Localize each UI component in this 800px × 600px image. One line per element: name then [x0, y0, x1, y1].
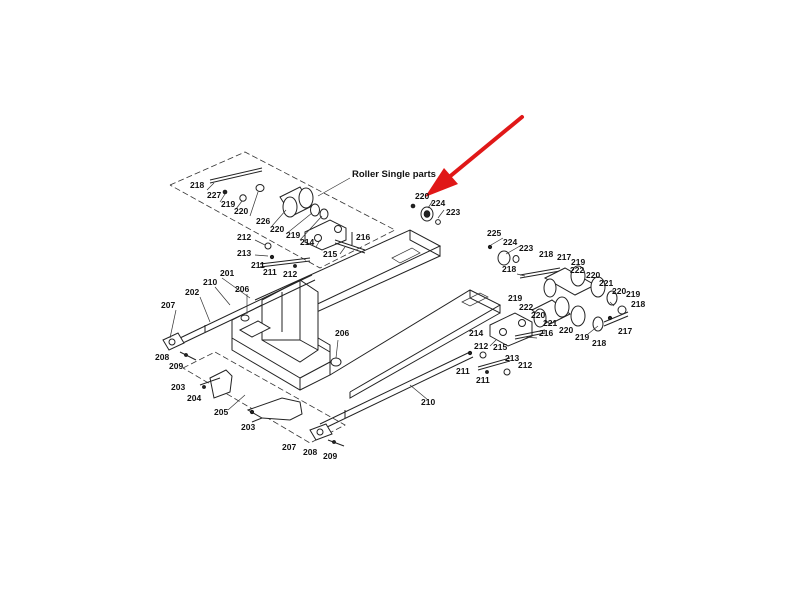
title-leader-line: [317, 177, 351, 197]
part-label-216: 216: [539, 328, 553, 338]
part-label-219: 219: [575, 332, 589, 342]
part-label-210: 210: [421, 397, 435, 407]
part-label-205: 205: [214, 407, 228, 417]
part-label-226: 226: [256, 216, 270, 226]
part-label-214: 214: [469, 328, 483, 338]
part-label-211: 211: [263, 267, 277, 277]
part-label-218: 218: [592, 338, 606, 348]
part-label-223: 223: [519, 243, 533, 253]
part-label-219: 219: [286, 230, 300, 240]
push-rod-left: [179, 274, 316, 344]
leader-lines: [169, 182, 615, 411]
part-label-227: 227: [207, 190, 221, 200]
part-label-217: 217: [557, 252, 571, 262]
part-number-labels: 2182272192202262202192142152162122132112…: [155, 180, 645, 461]
part-label-219: 219: [571, 257, 585, 267]
part-label-213: 213: [237, 248, 251, 258]
part-label-223: 223: [446, 207, 460, 217]
part-label-211: 211: [456, 366, 470, 376]
part-label-222: 222: [570, 265, 584, 275]
fork-frame: [231, 229, 502, 399]
part-label-203: 203: [241, 422, 255, 432]
part-label-220: 220: [234, 206, 248, 216]
rod-end-right: [309, 423, 345, 447]
part-label-203: 203: [171, 382, 185, 392]
part-label-218: 218: [502, 264, 516, 274]
linkage-lever-right: [246, 397, 303, 423]
part-label-208: 208: [155, 352, 169, 362]
part-label-219: 219: [221, 199, 235, 209]
part-label-209: 209: [169, 361, 183, 371]
part-label-212: 212: [237, 232, 251, 242]
part-label-224: 224: [503, 237, 517, 247]
part-label-212: 212: [474, 341, 488, 351]
part-label-217: 217: [618, 326, 632, 336]
part-label-219: 219: [626, 289, 640, 299]
part-label-207: 207: [282, 442, 296, 452]
part-label-201: 201: [220, 268, 234, 278]
part-label-221: 221: [543, 318, 557, 328]
highlight-arrow: [425, 115, 524, 197]
part-label-206: 206: [235, 284, 249, 294]
part-label-211: 211: [476, 375, 490, 385]
roller-group-right: [467, 244, 629, 376]
part-label-220: 220: [531, 310, 545, 320]
part-label-202: 202: [185, 287, 199, 297]
part-label-218: 218: [539, 249, 553, 259]
front-roller-highlight: [410, 203, 441, 225]
push-rod-right: [319, 351, 474, 430]
part-label-206: 206: [335, 328, 349, 338]
roller-single-parts-title: Roller Single parts: [352, 169, 436, 180]
part-label-209: 209: [323, 451, 337, 461]
part-label-220: 220: [415, 191, 429, 201]
part-label-215: 215: [493, 342, 507, 352]
roller-parts-group-outline: [169, 151, 396, 269]
part-label-212: 212: [283, 269, 297, 279]
part-label-220: 220: [612, 286, 626, 296]
part-label-218: 218: [631, 299, 645, 309]
part-label-220: 220: [270, 224, 284, 234]
part-label-212: 212: [518, 360, 532, 370]
part-label-221: 221: [599, 278, 613, 288]
part-label-210: 210: [203, 277, 217, 287]
part-label-204: 204: [187, 393, 201, 403]
part-label-211: 211: [251, 260, 265, 270]
part-label-208: 208: [303, 447, 317, 457]
part-label-220: 220: [559, 325, 573, 335]
part-label-220: 220: [586, 270, 600, 280]
part-label-225: 225: [487, 228, 501, 238]
part-label-219: 219: [508, 293, 522, 303]
part-label-214: 214: [300, 237, 314, 247]
part-label-216: 216: [356, 232, 370, 242]
part-label-215: 215: [323, 249, 337, 259]
part-label-207: 207: [161, 300, 175, 310]
part-label-218: 218: [190, 180, 204, 190]
rod-end-left: [162, 332, 197, 361]
part-label-213: 213: [505, 353, 519, 363]
roller-group-left: [209, 167, 366, 268]
linkage-lever-left: [199, 369, 233, 399]
part-label-222: 222: [519, 302, 533, 312]
part-label-224: 224: [431, 198, 445, 208]
